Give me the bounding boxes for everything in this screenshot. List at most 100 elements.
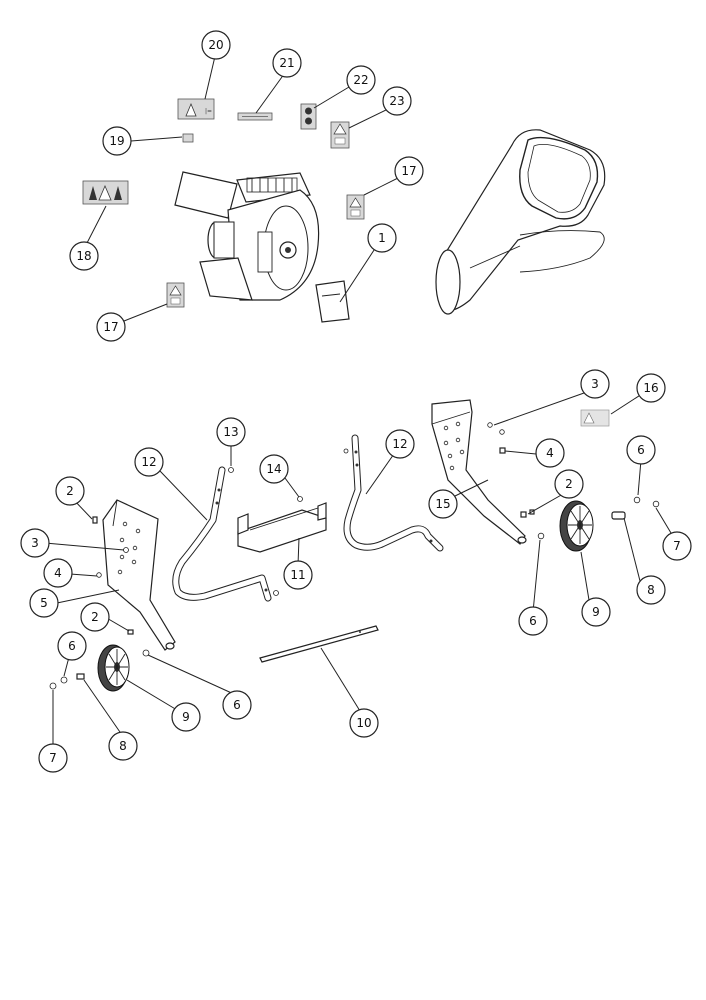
- svg-text:11: 11: [290, 568, 305, 582]
- svg-text:14: 14: [266, 462, 281, 476]
- part-5-leg: [102, 499, 176, 651]
- bolt-12-right: [343, 448, 349, 454]
- svg-text:6: 6: [637, 443, 645, 457]
- part-10-axle: [259, 625, 379, 663]
- bolt-14: [297, 496, 303, 502]
- decal-19: [182, 133, 194, 143]
- part-1-plate: [315, 280, 350, 323]
- svg-text:19: 19: [109, 134, 124, 148]
- svg-text:21: 21: [279, 56, 294, 70]
- hardware-left: [49, 516, 150, 690]
- callout-3-right: 3: [580, 369, 610, 399]
- decal-22: [300, 103, 317, 130]
- callout-12-right: 12: [385, 429, 415, 459]
- svg-text:2: 2: [66, 484, 74, 498]
- callout-19: 19: [102, 126, 132, 156]
- callout-21: 21: [272, 48, 302, 78]
- decal-16: [580, 409, 610, 427]
- callout-13: 13: [216, 417, 246, 447]
- callout-18: 18: [69, 241, 99, 271]
- callout-8-right: 8: [636, 575, 666, 605]
- callout-4-right: 4: [535, 438, 565, 468]
- svg-text:6: 6: [233, 698, 241, 712]
- svg-text:4: 4: [54, 566, 62, 580]
- svg-text:2: 2: [565, 477, 573, 491]
- leader-lines: [44, 51, 675, 744]
- svg-text:12: 12: [141, 455, 156, 469]
- svg-text:8: 8: [119, 739, 127, 753]
- callout-2-left-bottom: 2: [80, 602, 110, 632]
- svg-text:18: 18: [76, 249, 91, 263]
- callout-6-right-bottom: 6: [518, 606, 548, 636]
- svg-text:12: 12: [392, 437, 407, 451]
- callout-2-right: 2: [554, 469, 584, 499]
- decal-17-lower: [166, 282, 185, 308]
- callout-1: 1: [367, 223, 397, 253]
- svg-text:5: 5: [40, 596, 48, 610]
- svg-text:2: 2: [91, 610, 99, 624]
- callout-10: 10: [349, 708, 379, 738]
- callout-15: 15: [428, 489, 458, 519]
- callout-6-right-top: 6: [626, 435, 656, 465]
- svg-text:7: 7: [49, 751, 57, 765]
- callout-5: 5: [29, 588, 59, 618]
- callout-7-left: 7: [38, 743, 68, 773]
- svg-text:15: 15: [435, 497, 450, 511]
- svg-text:9: 9: [182, 710, 190, 724]
- part-11-tray: [237, 502, 327, 553]
- svg-text:10: 10: [356, 716, 371, 730]
- svg-text:8: 8: [647, 583, 655, 597]
- callout-22: 22: [346, 65, 376, 95]
- callout-12-left: 12: [134, 447, 164, 477]
- svg-text:6: 6: [68, 639, 76, 653]
- callout-20: 20: [201, 30, 231, 60]
- part-9-wheel-right: [559, 500, 594, 552]
- part-12-handle-right: [343, 434, 444, 552]
- svg-text:16: 16: [643, 381, 658, 395]
- part-15-leg-right: [431, 399, 527, 545]
- callout-11: 11: [283, 560, 313, 590]
- callout-6-left-bottom: 6: [222, 690, 252, 720]
- part-9-wheel-left: [97, 644, 130, 692]
- decal-20: |=: [177, 98, 215, 120]
- svg-text:6: 6: [529, 614, 537, 628]
- callout-16: 16: [636, 373, 666, 403]
- decal-18: [82, 180, 129, 205]
- callout-2-left-top: 2: [55, 476, 85, 506]
- callout-9-left: 9: [171, 702, 201, 732]
- svg-text:|=: |=: [205, 108, 212, 115]
- svg-text:9: 9: [592, 605, 600, 619]
- hopper-tube: [435, 129, 606, 315]
- svg-text:17: 17: [401, 164, 416, 178]
- callout-6-left-top: 6: [57, 631, 87, 661]
- svg-text:17: 17: [103, 320, 118, 334]
- svg-text:4: 4: [546, 446, 554, 460]
- callout-9-right: 9: [581, 597, 611, 627]
- svg-text:13: 13: [223, 425, 238, 439]
- svg-text:1: 1: [378, 231, 386, 245]
- callout-4-left: 4: [43, 558, 73, 588]
- decal-23: [330, 121, 350, 149]
- callout-3-left: 3: [20, 528, 50, 558]
- callout-17-upper: 17: [394, 156, 424, 186]
- svg-text:7: 7: [673, 539, 681, 553]
- svg-text:3: 3: [591, 377, 599, 391]
- part-12-handle-left: [172, 466, 272, 602]
- callout-8-left: 8: [108, 731, 138, 761]
- svg-text:22: 22: [353, 73, 368, 87]
- callout-14: 14: [259, 454, 289, 484]
- decal-17-upper: [346, 194, 365, 220]
- svg-text:23: 23: [389, 94, 404, 108]
- bolt-13: [228, 467, 234, 473]
- chipper-housing: [174, 171, 320, 301]
- callout-17-lower: 17: [96, 312, 126, 342]
- svg-text:3: 3: [31, 536, 39, 550]
- bolt-13b: [273, 590, 279, 596]
- decal-21: [237, 112, 273, 121]
- svg-text:20: 20: [208, 38, 223, 52]
- callout-23: 23: [382, 86, 412, 116]
- callout-7-right: 7: [662, 531, 692, 561]
- hardware-right: [487, 422, 660, 540]
